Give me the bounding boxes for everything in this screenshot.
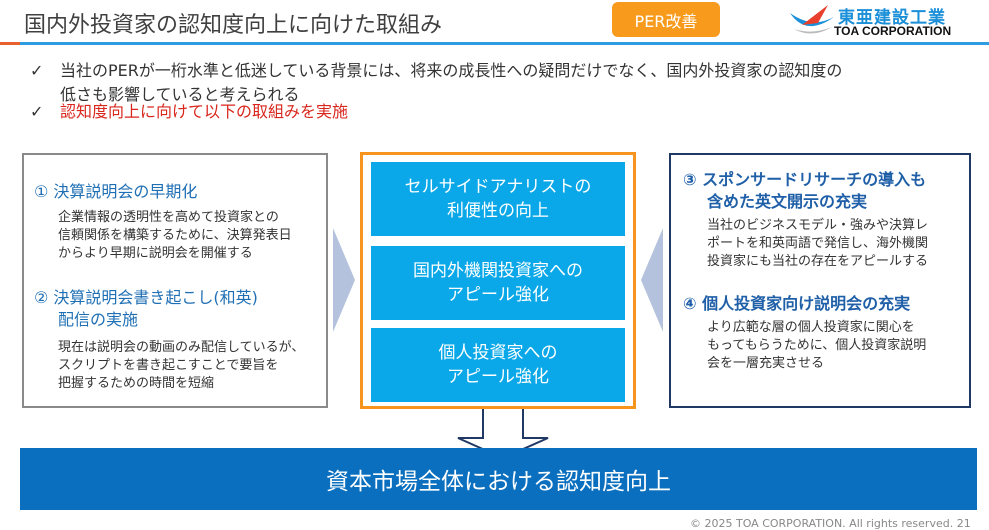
check-icon: ✓ [30,102,44,121]
header-rule [20,42,989,45]
item-3-title: ③ スポンサードリサーチの導入も含めた英文開示の充実 [683,170,927,211]
left-box: ① 決算説明会の早期化 企業情報の透明性を高めて投資家との信頼関係を構築するため… [22,153,328,408]
bullet-2: ✓認知度向上に向けて以下の取組みを実施 [30,102,349,121]
footer-copyright: © 2025 TOA CORPORATION. All rights reser… [690,517,971,530]
logo-en: TOA CORPORATION [834,24,952,38]
bird-logo-icon [790,5,834,34]
item-3-body: 当社のビジネスモデル・強みや決算レポートを和英両語で発信し、海外機関投資家にも当… [707,218,929,269]
company-logo: 東亜建設工業 TOA CORPORATION [788,3,978,39]
page-title: 国内外投資家の認知度向上に向けた取組み [24,13,443,38]
item-4-body: より広範な層の個人投資家に関心をもってもらうために、個人投資家説明会を一層充実さ… [707,320,927,371]
bullet-1: ✓当社のPERが一桁水準と低迷している背景には、将来の成長性への疑問だけでなく、… [30,61,843,104]
per-badge: PER改善 [612,2,720,37]
right-box: ③ スポンサードリサーチの導入も含めた英文開示の充実 当社のビジネスモデル・強み… [669,153,971,408]
logo-jp: 東亜建設工業 [838,8,946,28]
center-block-2: 国内外機関投資家への アピール強化 [371,246,625,320]
center-block-1: セルサイドアナリストの 利便性の向上 [371,162,625,236]
bottom-banner: 資本市場全体における認知度向上 [20,448,977,510]
center-box [360,152,636,409]
item-4-title: ④ 個人投資家向け説明会の充実 [683,294,911,313]
arrow-left-icon [641,228,663,332]
item-1-body: 企業情報の透明性を高めて投資家との信頼関係を構築するために、決算発表日からより早… [58,210,292,261]
item-1-title: ① 決算説明会の早期化 [34,182,198,201]
header-rule-accent [0,42,20,45]
arrow-right-icon [333,228,355,332]
check-icon: ✓ [30,61,44,80]
item-2-body: 現在は説明会の動画のみ配信しているが、スクリプトを書き起こすことで要旨を把握する… [58,340,305,391]
center-block-3: 個人投資家への アピール強化 [371,328,625,402]
item-2-title: ② 決算説明会書き起こし(和英)配信の実施 [34,288,258,329]
